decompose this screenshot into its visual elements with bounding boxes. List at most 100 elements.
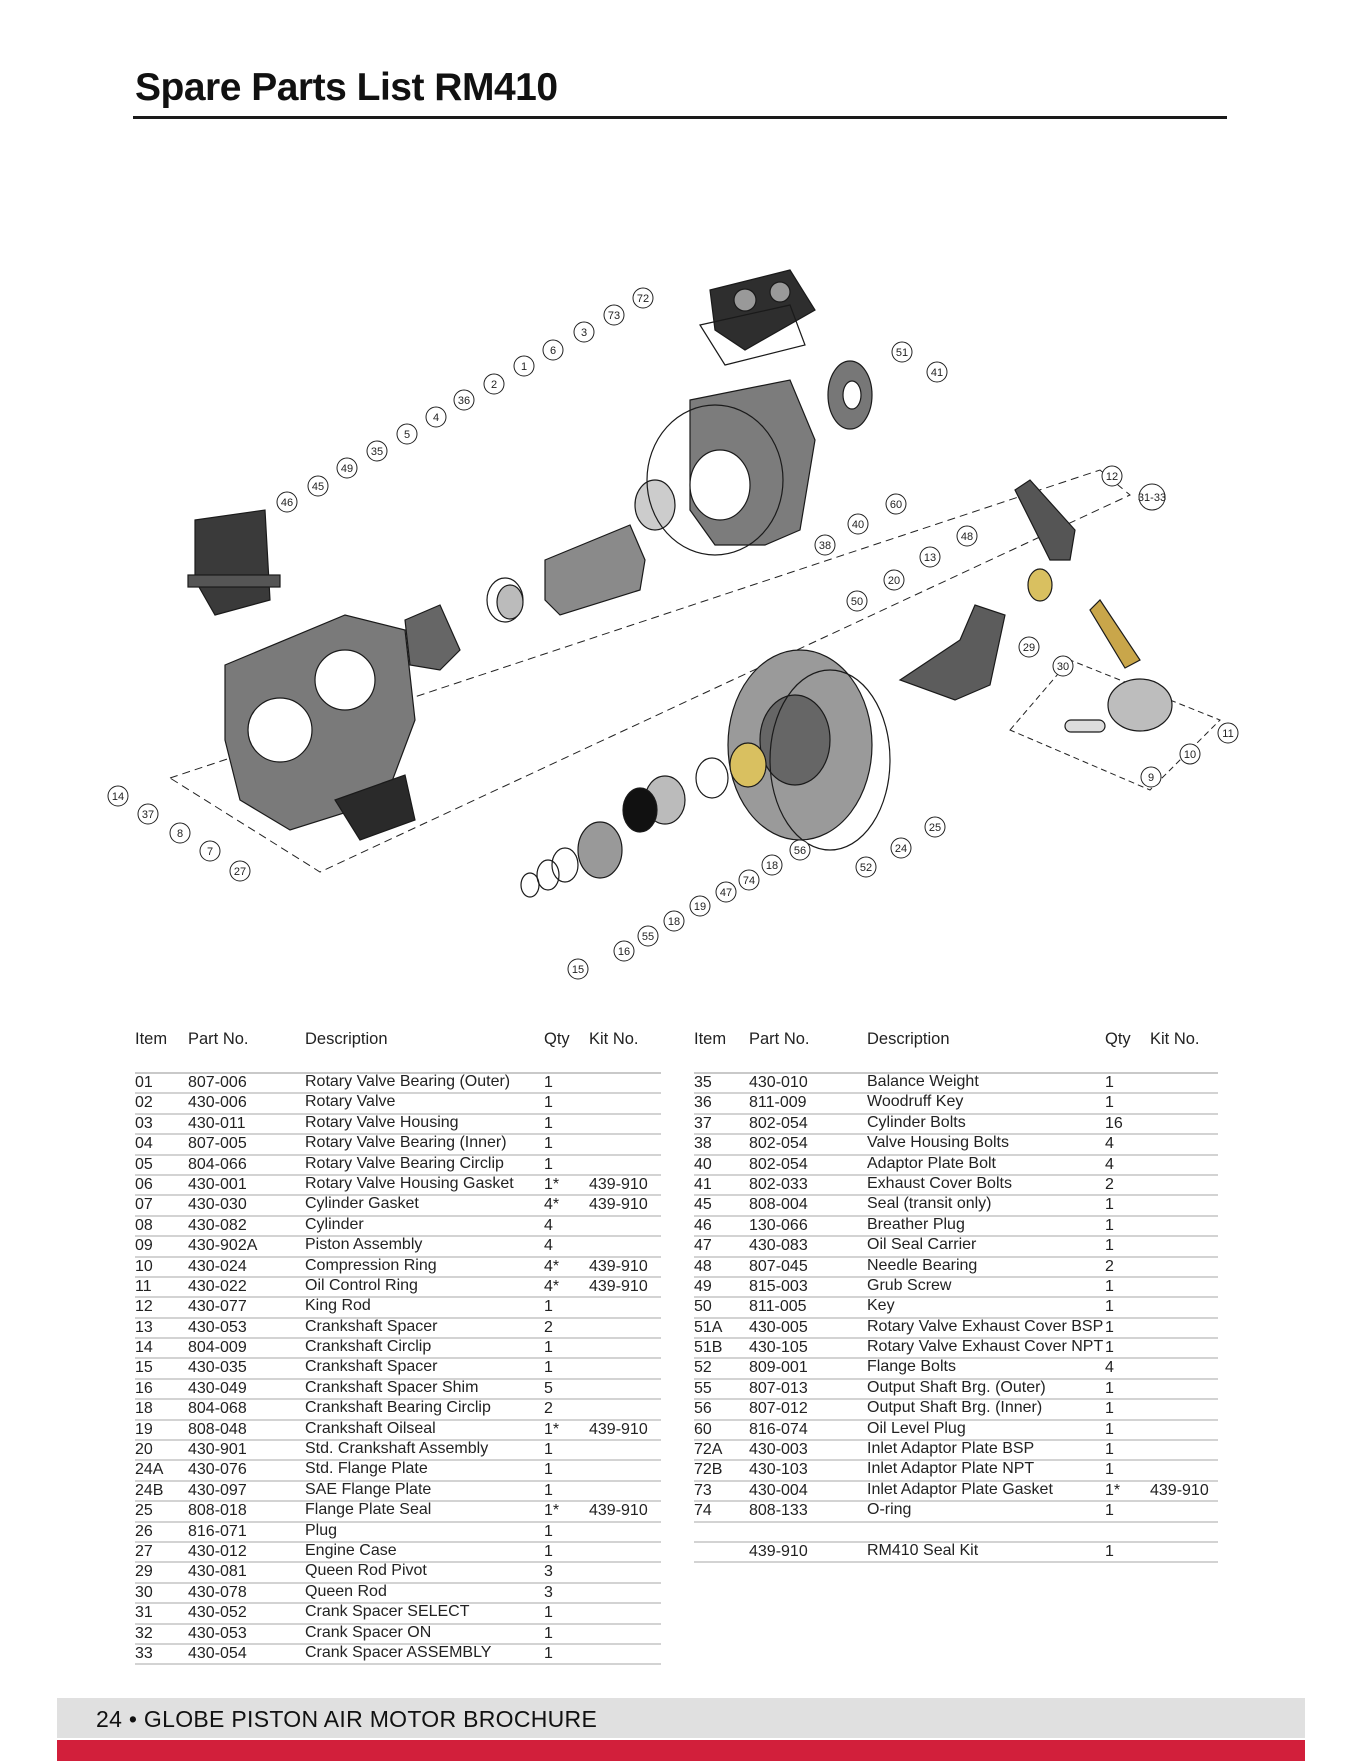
kit-no-cell xyxy=(589,1541,661,1564)
callout-label: 56 xyxy=(794,845,806,857)
callout-label: 47 xyxy=(720,887,732,899)
item-cell: 46 xyxy=(694,1215,749,1238)
part-no-cell: 430-011 xyxy=(188,1113,305,1136)
part-no-cell: 430-081 xyxy=(188,1562,305,1584)
output-bearing-outer xyxy=(577,821,623,879)
col-header-description: Description xyxy=(867,1030,950,1048)
spacer-shim xyxy=(536,859,560,891)
callout-label: 37 xyxy=(142,809,154,821)
qty-cell: 1 xyxy=(1105,1419,1150,1442)
kit-no-cell xyxy=(589,1073,661,1095)
part-no-cell: 811-009 xyxy=(749,1093,867,1115)
footer-band xyxy=(57,1698,1305,1738)
description-cell: Output Shaft Brg. (Inner) xyxy=(867,1399,1105,1421)
qty-cell: 1 xyxy=(1105,1378,1150,1401)
diagram-callout: 41 xyxy=(926,361,948,383)
part-no-cell: 808-004 xyxy=(749,1195,867,1217)
description-cell: Queen Rod xyxy=(305,1582,544,1605)
description-cell: O-ring xyxy=(867,1501,1105,1523)
part-no-cell: 807-012 xyxy=(749,1399,867,1421)
description-cell: Crankshaft Oilseal xyxy=(305,1419,544,1442)
qty-cell: 4* xyxy=(544,1276,589,1299)
item-cell: 56 xyxy=(694,1399,749,1421)
callout-label: 30 xyxy=(1057,661,1069,673)
output-bearing-inner xyxy=(729,742,767,788)
kit-no-cell xyxy=(1150,1440,1218,1462)
qty-cell: 4* xyxy=(544,1256,589,1278)
part-no-cell: 430-053 xyxy=(188,1317,305,1340)
qty-cell: 1 xyxy=(544,1113,589,1136)
diagram-callout: 49 xyxy=(336,457,358,479)
col-header-description: Description xyxy=(305,1030,388,1048)
kit-no-cell xyxy=(589,1440,661,1462)
kit-no-cell: 439-910 xyxy=(589,1195,661,1217)
kit-no-cell xyxy=(1150,1317,1218,1340)
callout-label: 9 xyxy=(1148,772,1154,784)
diagram-callout: 18 xyxy=(761,854,783,876)
qty-cell: 2 xyxy=(1105,1174,1150,1197)
qty-cell: 1 xyxy=(1105,1399,1150,1421)
kit-no-cell xyxy=(589,1480,661,1503)
part-no-cell: 816-071 xyxy=(188,1521,305,1544)
diagram-callout: 55 xyxy=(637,925,659,947)
description-cell: Output Shaft Brg. (Outer) xyxy=(867,1378,1105,1401)
diagram-callout: 38 xyxy=(814,534,836,556)
kit-no-cell xyxy=(1150,1399,1218,1421)
part-no-cell: 807-005 xyxy=(188,1134,305,1156)
callout-label: 6 xyxy=(550,345,556,357)
description-cell: Grub Screw xyxy=(867,1276,1105,1299)
description-cell: Crank Spacer ASSEMBLY xyxy=(305,1643,544,1666)
kit-no-cell xyxy=(589,1317,661,1340)
callout-label: 40 xyxy=(852,519,864,531)
valve-housing-bore xyxy=(689,449,751,521)
description-cell: Needle Bearing xyxy=(867,1256,1105,1278)
qty-cell: 2 xyxy=(544,1399,589,1421)
qty-cell: 5 xyxy=(544,1378,589,1401)
diagram-callout: 45 xyxy=(307,475,329,497)
part-no-cell: 430-006 xyxy=(188,1093,305,1115)
item-cell: 06 xyxy=(135,1174,188,1197)
kit-no-cell xyxy=(1150,1501,1218,1523)
diagram-callout: 16 xyxy=(613,940,635,962)
diagram-callout: 9 xyxy=(1140,766,1162,788)
qty-cell: 1 xyxy=(544,1603,589,1625)
callout-label: 25 xyxy=(929,822,941,834)
item-cell: 50 xyxy=(694,1297,749,1319)
qty-cell: 1 xyxy=(544,1623,589,1645)
qty-cell: 1 xyxy=(1105,1276,1150,1299)
part-no-cell: 430-105 xyxy=(749,1338,867,1360)
item-cell: 02 xyxy=(135,1093,188,1115)
kit-no-cell xyxy=(1150,1073,1218,1095)
diagram-callout: 1 xyxy=(513,355,535,377)
qty-cell: 1 xyxy=(1105,1541,1150,1564)
diagram-callout: 12 xyxy=(1101,465,1123,487)
col-header-kit-no: Kit No. xyxy=(589,1030,639,1048)
kit-no-cell xyxy=(1150,1338,1218,1360)
kit-no-cell xyxy=(589,1297,661,1319)
item-cell: 14 xyxy=(135,1338,188,1360)
callout-label: 18 xyxy=(766,860,778,872)
item-cell: 48 xyxy=(694,1256,749,1278)
callout-label: 1 xyxy=(521,361,527,373)
kit-no-cell xyxy=(1150,1215,1218,1238)
rotary-valve-bearing-outer xyxy=(634,479,676,531)
description-cell: Queen Rod Pivot xyxy=(305,1562,544,1584)
qty-cell: 4 xyxy=(544,1215,589,1238)
diagram-callout: 11 xyxy=(1217,722,1239,744)
qty-cell: 1 xyxy=(1105,1317,1150,1340)
callout-label: 24 xyxy=(895,843,907,855)
part-no-cell: 430-083 xyxy=(749,1236,867,1258)
item-cell: 49 xyxy=(694,1276,749,1299)
callout-label: 11 xyxy=(1222,728,1233,740)
description-cell: Std. Crankshaft Assembly xyxy=(305,1440,544,1462)
kit-no-cell: 439-910 xyxy=(589,1419,661,1442)
description-cell: Crankshaft Circlip xyxy=(305,1338,544,1360)
callout-label: 60 xyxy=(890,499,902,511)
qty-cell: 1 xyxy=(544,1440,589,1462)
table-spacer-row xyxy=(135,1058,661,1074)
